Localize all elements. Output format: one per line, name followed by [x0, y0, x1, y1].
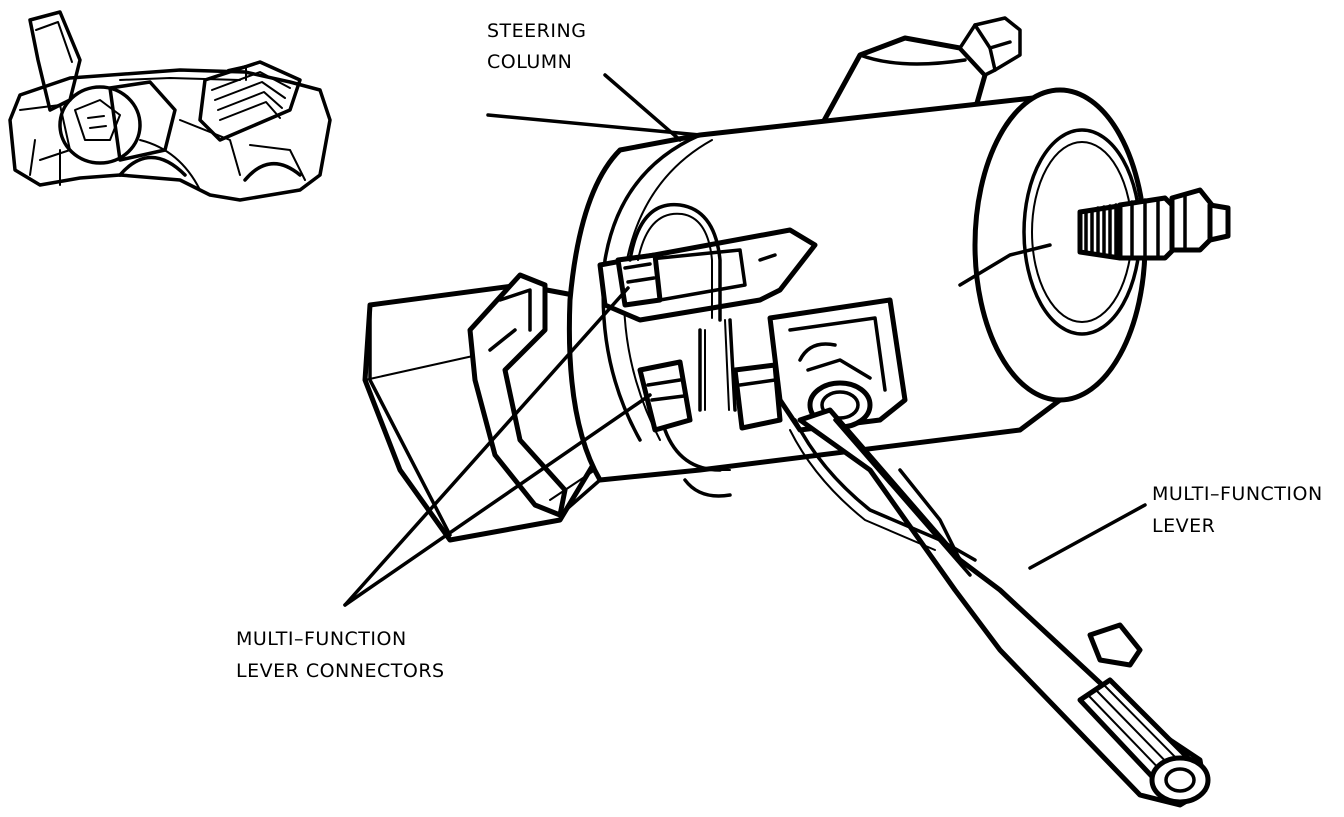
label-lever-line2: LEVER [1152, 515, 1215, 537]
leader-connector-upper [343, 286, 630, 607]
leader-steering-column [603, 73, 682, 142]
label-connectors-line2: LEVER CONNECTORS [236, 660, 445, 682]
label-lever-line1: MULTI–FUNCTION [1152, 483, 1323, 505]
label-lever-connectors: MULTI–FUNCTION LEVER CONNECTORS [236, 628, 445, 682]
label-steering-column: STEERING COLUMN [487, 20, 586, 73]
label-steering-column-line2: COLUMN [487, 51, 572, 73]
steering-column-illustration [362, 16, 1231, 808]
leader-connector-lower [343, 393, 652, 607]
label-connectors-line1: MULTI–FUNCTION [236, 628, 407, 650]
label-multi-function-lever: MULTI–FUNCTION LEVER [1152, 483, 1323, 537]
car-locator-icon [8, 10, 332, 202]
leader-lines [343, 73, 1147, 607]
leader-lever [1028, 503, 1147, 570]
label-steering-column-line1: STEERING [487, 20, 586, 42]
